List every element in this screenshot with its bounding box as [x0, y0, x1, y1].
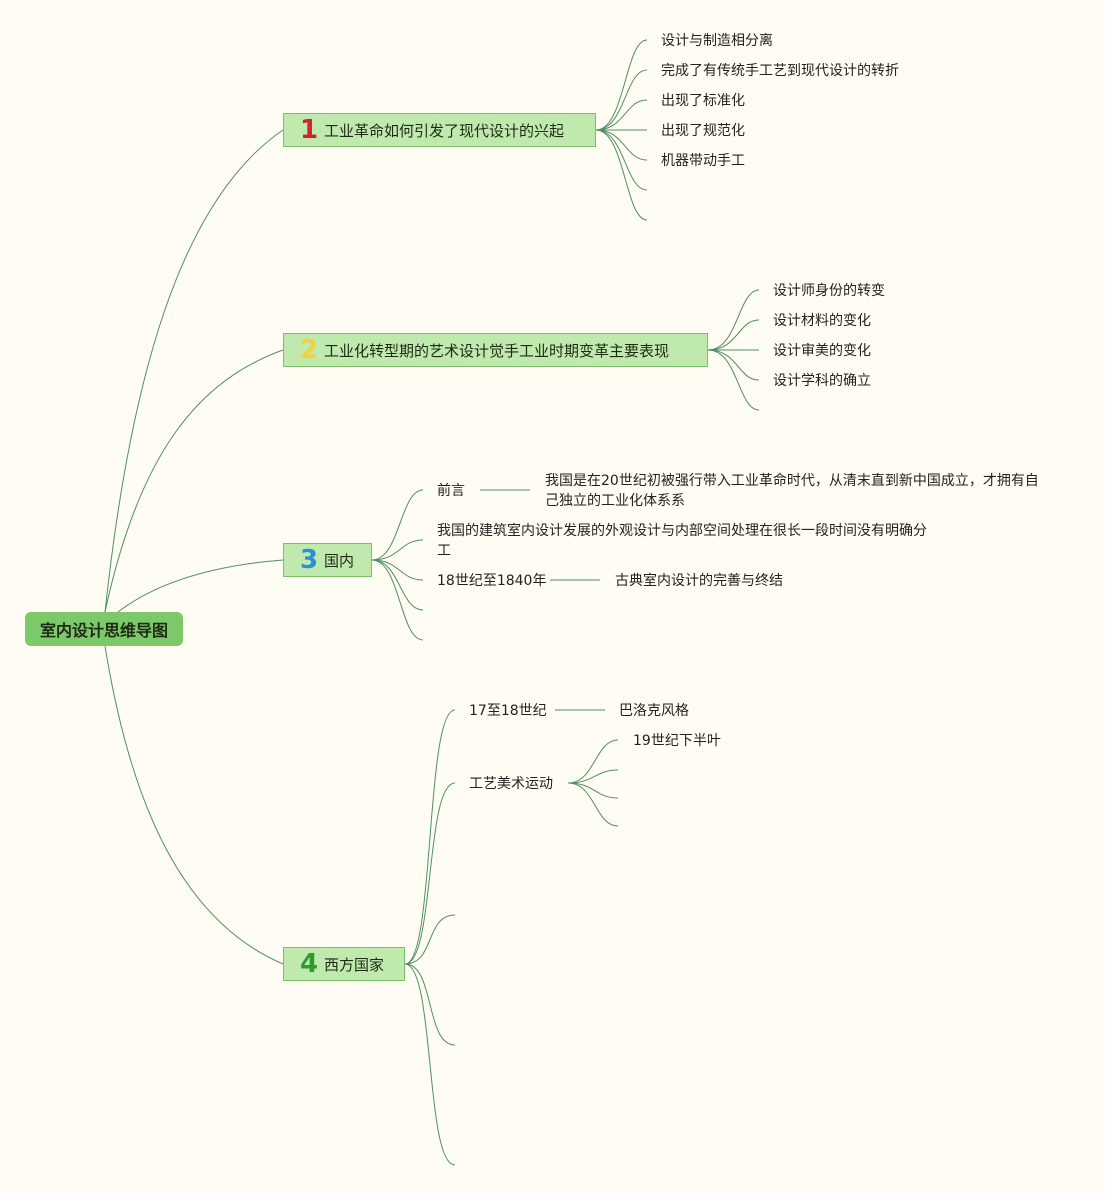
branch-1-label: 工业革命如何引发了现代设计的兴起 — [324, 121, 565, 140]
branch-2-number: 2 — [300, 335, 319, 365]
branch-3-note[interactable]: 我国的建筑室内设计发展的外观设计与内部空间处理在很长一段时间没有明确分工 — [437, 523, 927, 559]
branch-1-child-1[interactable]: 设计与制造相分离 — [661, 33, 773, 49]
branch-1-number: 1 — [300, 115, 319, 145]
root-topic[interactable]: 室内设计思维导图 — [25, 612, 183, 646]
branch-2[interactable]: 2 工业化转型期的艺术设计觉手工业时期变革主要表现 — [283, 333, 708, 367]
branch-4-movement[interactable]: 工艺美术运动 — [469, 776, 553, 792]
branch-3-period[interactable]: 18世纪至1840年 — [437, 573, 547, 589]
branch-3-preface[interactable]: 前言 — [437, 483, 465, 499]
branch-2-child-2[interactable]: 设计材料的变化 — [773, 313, 871, 329]
branch-4-label: 西方国家 — [324, 955, 385, 974]
root-topic-label: 室内设计思维导图 — [39, 621, 168, 640]
branch-2-child-4[interactable]: 设计学科的确立 — [773, 373, 871, 389]
branch-3-preface-detail[interactable]: 我国是在20世纪初被强行带入工业革命时代，从清末直到新中国成立，才拥有自己独立的… — [545, 473, 1039, 509]
branch-1-child-4[interactable]: 出现了规范化 — [661, 123, 745, 139]
branch-4-period-detail[interactable]: 巴洛克风格 — [619, 703, 689, 719]
branch-2-child-1[interactable]: 设计师身份的转变 — [773, 283, 885, 299]
branch-4-period[interactable]: 17至18世纪 — [469, 703, 547, 719]
branch-1-child-5[interactable]: 机器带动手工 — [661, 153, 745, 169]
branch-3[interactable]: 3 国内 — [283, 543, 372, 577]
branch-1-child-3[interactable]: 出现了标准化 — [661, 93, 745, 109]
branch-4-movement-detail[interactable]: 19世纪下半叶 — [633, 733, 721, 749]
branch-2-label: 工业化转型期的艺术设计觉手工业时期变革主要表现 — [324, 341, 670, 360]
branch-3-period-detail[interactable]: 古典室内设计的完善与终结 — [615, 573, 783, 589]
branch-2-child-3[interactable]: 设计审美的变化 — [773, 343, 871, 359]
branch-4[interactable]: 4 西方国家 — [283, 947, 405, 981]
branch-4-number: 4 — [300, 949, 319, 979]
branch-3-number: 3 — [300, 545, 319, 575]
branch-1[interactable]: 1 工业革命如何引发了现代设计的兴起 — [283, 113, 596, 147]
branch-1-child-2[interactable]: 完成了有传统手工艺到现代设计的转折 — [661, 63, 899, 79]
branch-3-label: 国内 — [324, 551, 355, 570]
